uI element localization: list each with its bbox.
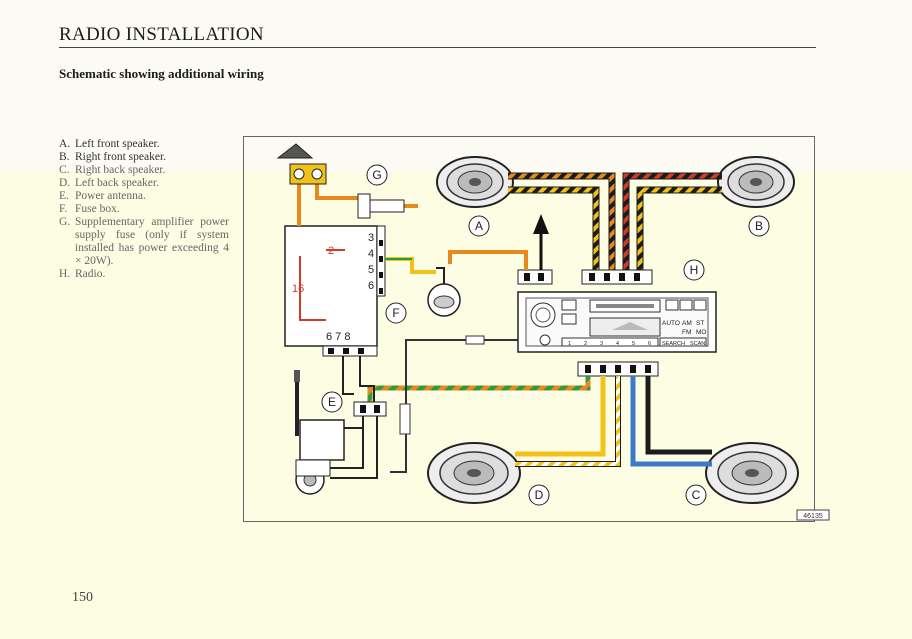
antenna-connector [517, 214, 553, 285]
speaker-c [705, 442, 799, 504]
legend-item-d: D. Left back speaker. [59, 177, 229, 190]
legend-item-e: E. Power antenna. [59, 190, 229, 203]
legend-key: G. [59, 216, 71, 228]
radio-label-mo: MO [696, 329, 706, 336]
radio-preset-4: 4 [616, 341, 619, 347]
callout-h: H [683, 259, 705, 281]
radio-label-fm: FM [682, 329, 691, 336]
legend-text: Supplementary amplifier power supply fus… [75, 216, 229, 267]
legend-item-g: G. Supplementary amplifier power supply … [59, 216, 229, 268]
radio-preset-2: 2 [584, 341, 587, 347]
speaker-a [436, 156, 514, 208]
radio-unit [517, 291, 717, 353]
legend-text: Left front speaker. [75, 138, 160, 150]
fuse-2-label: 2 [328, 245, 334, 257]
legend-text: Right front speaker. [75, 151, 167, 163]
legend-key: F. [59, 203, 68, 215]
callout-f-label: F [392, 306, 399, 320]
fuse-box [284, 225, 386, 357]
power-antenna [294, 370, 345, 495]
legend-text: Radio. [75, 268, 106, 280]
callout-a: A [468, 215, 490, 237]
fusebox-number-6: 6 [368, 280, 374, 292]
callout-c: C [685, 484, 707, 506]
radio-label-scan: SCAN [690, 341, 705, 347]
fuse-16-label: 16 [292, 283, 304, 295]
callout-g: G [366, 164, 388, 186]
callout-c-label: C [692, 488, 701, 502]
fusebox-number-678: 6 7 8 [326, 331, 350, 343]
legend-item-h: H. Radio. [59, 268, 229, 281]
callout-a-label: A [475, 219, 483, 233]
legend-text: Right back speaker. [75, 164, 166, 176]
legend-key: D. [59, 177, 71, 189]
callout-f: F [385, 302, 407, 324]
callout-d-label: D [535, 488, 544, 502]
legend-key: A. [59, 138, 71, 150]
legend-text: Fuse box. [75, 203, 120, 215]
legend-key: B. [59, 151, 70, 163]
diagram-reference-number: 46135 [803, 513, 823, 520]
callout-e: E [321, 391, 343, 413]
page-subtitle: Schematic showing additional wiring [59, 66, 264, 81]
callout-g-label: G [372, 168, 381, 182]
wiring-diagram-frame [243, 136, 815, 522]
fusebox-number-3: 3 [368, 232, 374, 244]
page-background-band [0, 172, 912, 639]
radio-power-feed-wire [367, 376, 591, 402]
legend-item-a: A. Left front speaker. [59, 138, 229, 151]
callout-b: B [748, 215, 770, 237]
radio-label-am: AM [682, 320, 692, 327]
legend-item-c: C. Right back speaker. [59, 164, 229, 177]
radio-label-st: ST [696, 320, 704, 327]
front-speaker-wires [508, 172, 722, 272]
fusebox-number-4: 4 [368, 248, 374, 260]
radio-rear-connector-top [581, 269, 653, 285]
antenna-cable [390, 335, 518, 473]
callout-d: D [528, 484, 550, 506]
legend-item-b: B. Right front speaker. [59, 151, 229, 164]
page-title: RADIO INSTALLATION [59, 24, 264, 45]
radio-label-search: SEARCH [662, 341, 685, 347]
antenna-power-connector [330, 356, 387, 479]
callout-b-label: B [755, 219, 763, 233]
radio-preset-5: 5 [632, 341, 635, 347]
speaker-b [717, 156, 795, 208]
legend-key: H. [59, 268, 71, 280]
legend-key: E. [59, 190, 69, 202]
suppressor-relay [427, 267, 461, 317]
radio-preset-1: 1 [568, 341, 571, 347]
legend-key: C. [59, 164, 70, 176]
radio-preset-3: 3 [600, 341, 603, 347]
supplementary-fuse-wires [297, 184, 528, 274]
legend-text: Left back speaker. [75, 177, 159, 189]
legend-item-f: F. Fuse box. [59, 203, 229, 216]
page-number: 150 [72, 590, 93, 605]
radio-preset-6: 6 [648, 341, 651, 347]
callout-h-label: H [690, 263, 699, 277]
callout-e-label: E [328, 395, 336, 409]
radio-label-auto: AUTO [662, 320, 680, 327]
reference-box [796, 509, 830, 521]
component-legend: A. Left front speaker. B. Right front sp… [59, 138, 229, 281]
speaker-d [427, 442, 521, 504]
legend-text: Power antenna. [75, 190, 146, 202]
title-divider [59, 47, 816, 48]
fusebox-number-5: 5 [368, 264, 374, 276]
supplementary-fuse-holder [276, 143, 405, 219]
radio-rear-connector-bottom [577, 361, 659, 377]
rear-speaker-wires [515, 376, 712, 467]
